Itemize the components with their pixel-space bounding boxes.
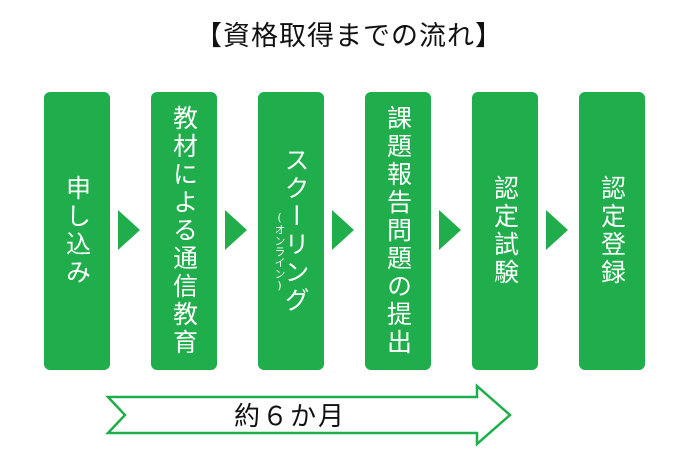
arrow-icon xyxy=(546,210,568,250)
arrow-icon xyxy=(118,210,140,250)
step-correspondence-education: 教材による通信教育 xyxy=(151,92,217,370)
duration-arrow-icon xyxy=(105,383,512,447)
duration-arrow-shape xyxy=(105,383,512,447)
step-label: 認定登録 xyxy=(597,175,627,287)
arrow-icon xyxy=(332,210,354,250)
arrow-icon xyxy=(439,210,461,250)
step-assignment-submission: 課題報告問題の提出 xyxy=(365,92,431,370)
step-schooling: スクーリング (オンライン) xyxy=(258,92,324,370)
step-label: 申し込み xyxy=(62,175,92,287)
arrow-icon xyxy=(225,210,247,250)
step-label: 課題報告問題の提出 xyxy=(383,105,413,357)
duration-label: 約６か月 xyxy=(233,401,346,432)
step-note: (オンライン) xyxy=(273,211,286,292)
step-label: スクーリング xyxy=(281,147,310,315)
diagram-title: 【資格取得までの流れ】 xyxy=(195,21,503,52)
step-application: 申し込み xyxy=(44,92,110,370)
step-label: 認定試験 xyxy=(490,175,520,287)
step-certification-exam: 認定試験 xyxy=(472,92,538,370)
step-label: 教材による通信教育 xyxy=(169,105,199,357)
step-certification-registration: 認定登録 xyxy=(579,92,645,370)
step-schooling-content: スクーリング (オンライン) xyxy=(273,147,310,315)
